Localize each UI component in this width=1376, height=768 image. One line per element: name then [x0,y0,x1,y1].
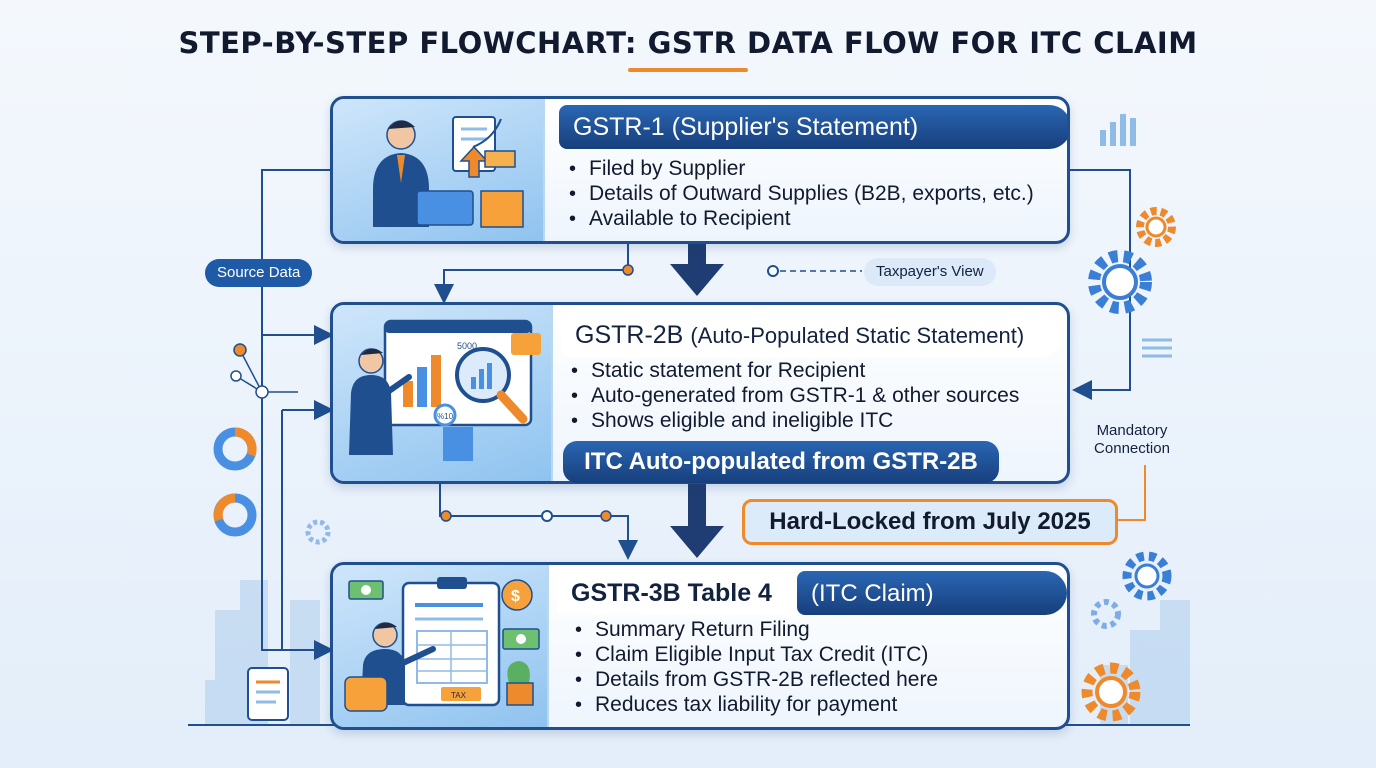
list-item: Details of Outward Supplies (B2B, export… [569,181,1034,206]
step-header-gstr3b-sub: (ITC Claim) [811,580,934,607]
source-data-branch-2b-lower [281,410,330,650]
gstr2b-to-3b-connector [439,482,638,560]
list-item: Auto-generated from GSTR-1 & other sourc… [571,383,1019,408]
list-item: Reduces tax liability for payment [575,692,938,717]
tax-form-tag: TAX [451,691,467,700]
list-item: Shows eligible and ineligible ITC [571,408,1019,433]
step-card-gstr2b: 5000 %10 GSTR-2B (Auto-Populated Static … [330,302,1070,484]
gear-icon-orange-bottom [1081,662,1141,722]
gear-icon-small-right [1091,599,1121,629]
step-card-gstr3b: TAX $ GSTR-3B Table 4 (ITC Claim) Summar… [330,562,1070,730]
dollar-coin-icon: $ [511,588,520,605]
mandatory-orange-link [1117,465,1146,521]
step-card-gstr1: GSTR-1 (Supplier's Statement) Filed by S… [330,96,1070,244]
analyst-magnifier-chart-illustration: 5000 %10 [333,305,553,481]
mandatory-connection-label: Mandatory Connection [1094,422,1170,457]
hard-locked-callout: Hard-Locked from July 2025 [742,499,1118,545]
down-arrow-2 [670,478,724,558]
step-header-gstr3b: GSTR-3B Table 4 [557,571,797,615]
gstr1-to-2b-connector [434,238,629,304]
panel-value: 5000 [457,341,477,351]
step-header-gstr2b-main: GSTR-2B [575,321,684,349]
step-bullets-gstr1: Filed by Supplier Details of Outward Sup… [569,156,1034,231]
itc-auto-populated-banner: ITC Auto-populated from GSTR-2B [563,441,999,483]
city-skyline-left [205,580,320,725]
step-header-gstr1-text: GSTR-1 (Supplier's Statement) [573,113,919,141]
gear-icon-blue-right [1122,551,1172,601]
gear-icon-left-faint [305,519,331,545]
donut-chart-decoration-1 [213,427,257,471]
bar-chart-icon-decoration [1100,114,1136,146]
source-data-connector [261,169,334,660]
list-item: Details from GSTR-2B reflected here [575,667,938,692]
gear-icon-blue-large [1088,250,1152,314]
page-title: STEP-BY-STEP FLOWCHART: GSTR DATA FLOW F… [178,26,1198,60]
tax-form-filing-illustration: TAX $ [333,565,549,727]
step-bullets-gstr3b: Summary Return Filing Claim Eligible Inp… [575,617,938,717]
step-bullets-gstr2b: Static statement for Recipient Auto-gene… [571,358,1019,433]
step-header-gstr1: GSTR-1 (Supplier's Statement) [559,105,1067,149]
title-underline [628,68,748,72]
step-header-gstr2b: GSTR-2B (Auto-Populated Static Statement… [561,313,1061,357]
step-header-gstr2b-sub: (Auto-Populated Static Statement) [690,323,1025,348]
supplier-laptop-documents-illustration [333,99,545,241]
document-icon-decoration [247,667,289,721]
list-item: Summary Return Filing [575,617,938,642]
down-arrow-1 [670,236,724,296]
list-lines-icon-decoration [1142,338,1172,358]
taxpayer-view-label: Taxpayer's View [864,258,996,286]
list-item: Static statement for Recipient [571,358,1019,383]
network-nodes-decoration [230,343,298,399]
gear-icon-orange-top [1136,207,1176,247]
list-item: Available to Recipient [569,206,1034,231]
panel-percent: %10 [437,412,454,421]
step-header-gstr3b-badge: (ITC Claim) [797,571,1067,615]
list-item: Claim Eligible Input Tax Credit (ITC) [575,642,938,667]
step-header-gstr3b-main: GSTR-3B Table 4 [571,579,772,607]
source-data-label: Source Data [205,259,313,287]
list-item: Filed by Supplier [569,156,1034,181]
donut-chart-decoration-2 [213,493,257,537]
